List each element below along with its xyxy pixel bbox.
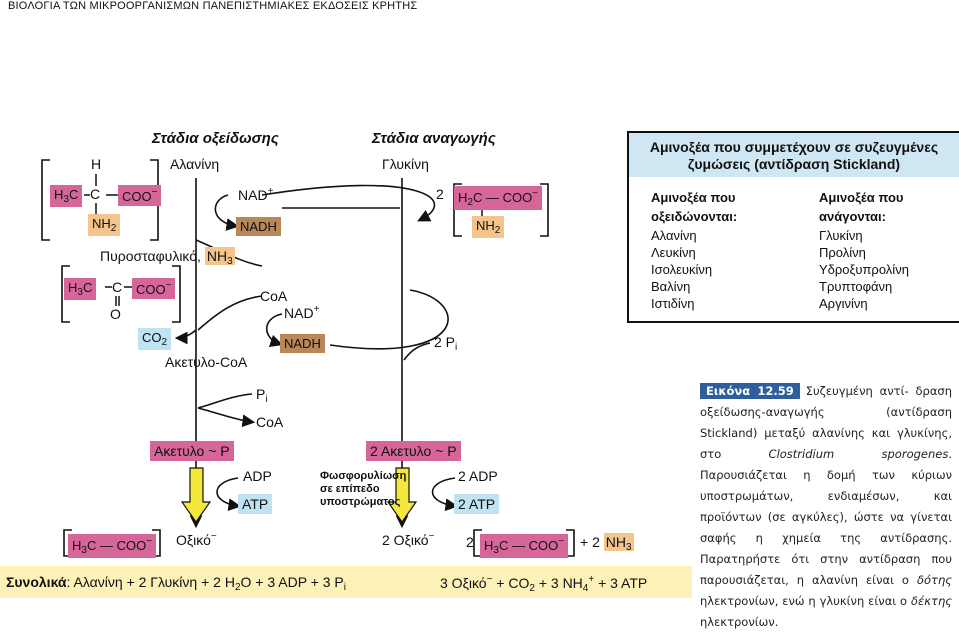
pathway-diagram-lines xyxy=(41,159,575,589)
list-item: Ισολευκίνη xyxy=(651,262,713,277)
figure-number: Εικόνα 12.59 xyxy=(700,383,800,399)
nadh-box-1: NADH xyxy=(236,217,281,236)
nadh-box-2: NADH xyxy=(280,334,325,353)
list-item: Γλυκίνη xyxy=(819,228,863,243)
pyruvate-oxygen: O xyxy=(110,306,121,322)
substrate-phosphorylation-arrow-left xyxy=(180,467,212,524)
list-item: Λευκίνη xyxy=(651,245,696,260)
alanine-amino-group: NH2 xyxy=(88,214,121,236)
two-acetate-label: 2 Οξικό− xyxy=(382,531,435,548)
list-item: Ιστιδίνη xyxy=(651,296,695,311)
list-item: Αλανίνη xyxy=(651,228,697,243)
nad-plus-label-2: NAD+ xyxy=(284,304,320,321)
coa-label-2: CoA xyxy=(256,414,284,430)
acetate-formula-left: H3C — COO− xyxy=(68,534,157,558)
overall-reaction-bar: Συνολικά: Αλανίνη + 2 Γλυκίνη + 2 H2O + … xyxy=(0,566,692,598)
oxidation-stages-heading: Στάδια οξείδωσης xyxy=(152,130,279,147)
co2-box: CO2 xyxy=(138,328,172,350)
two-adp-label: 2 ADP xyxy=(458,468,498,484)
list-item: Βαλίνη xyxy=(651,279,691,294)
alanine-h-atom: H xyxy=(91,156,102,172)
pyruvate-h3c-group: H3C xyxy=(64,278,97,300)
pyruvate-label: Πυροσταφυλικό, NH3 xyxy=(100,247,235,267)
glycine-coefficient: 2 xyxy=(436,186,444,202)
oxidized-amino-acids-column: Αμινοξέα που οξειδώνονται: Αλανίνη Λευκί… xyxy=(651,190,738,311)
pyruvate-carboxylate: COO− xyxy=(132,278,176,299)
list-item: Υδροξυπρολίνη xyxy=(819,262,909,277)
glycine-label: Γλυκίνη xyxy=(382,156,429,172)
acetyl-phosphate-box: Ακετυλο ~ P xyxy=(150,441,234,461)
coa-label-1: CoA xyxy=(260,288,288,304)
alanine-carboxylate: COO− xyxy=(118,185,162,206)
overall-reaction-equation: Συνολικά: Αλανίνη + 2 Γλυκίνη + 2 H2O + … xyxy=(6,574,346,593)
alanine-carbon: C xyxy=(90,186,101,202)
reduced-amino-acids-column: Αμινοξέα που ανάγονται: Γλυκίνη Προλίνη … xyxy=(819,190,909,311)
substrate-phosphorylation-arrow-right xyxy=(386,467,418,524)
glycine-amino-group: NH2 xyxy=(472,216,505,238)
acetyl-coa-label: Ακετυλο-CoA xyxy=(165,354,248,370)
two-atp-box: 2 ATP xyxy=(454,494,500,514)
two-acetyl-phosphate-box: 2 Ακετυλο ~ P xyxy=(366,441,461,461)
list-item: Αργινίνη xyxy=(819,296,868,311)
glycine-formula-box: H2C — COO− xyxy=(454,186,543,210)
list-item: Προλίνη xyxy=(819,245,866,260)
ammonia-product: + 2 NH3 xyxy=(580,533,634,553)
reduction-stages-heading: Στάδια αναγωγής xyxy=(372,130,496,147)
acetate-label-left: Οξικό− xyxy=(176,531,217,548)
adp-label: ADP xyxy=(243,468,272,484)
list-item: Τρυπτοφάνη xyxy=(819,279,893,294)
pyruvate-carbon: C xyxy=(112,279,123,295)
nad-plus-label: NAD+ xyxy=(238,186,274,203)
acetate-formula-right: H3C — COO− xyxy=(480,534,569,558)
alanine-label: Αλανίνη xyxy=(170,156,220,172)
overall-reaction-products: 3 Οξικό− + CO2 + 3 NH4+ + 3 ATP xyxy=(440,574,648,594)
two-pi-label: 2 Pi xyxy=(434,334,458,353)
two-coefficient-acetate: 2 xyxy=(466,534,474,550)
alanine-h3c-group: H3C xyxy=(50,185,83,207)
atp-box: ATP xyxy=(238,494,273,514)
page-header: ΒΙΟΛΟΓΙΑ ΤΩΝ ΜΙΚΡΟΟΡΓΑΝΙΣΜΩΝ ΠΑΝΕΠΙΣΤΗΜΙ… xyxy=(8,0,418,12)
pi-label: Pi xyxy=(256,386,268,405)
